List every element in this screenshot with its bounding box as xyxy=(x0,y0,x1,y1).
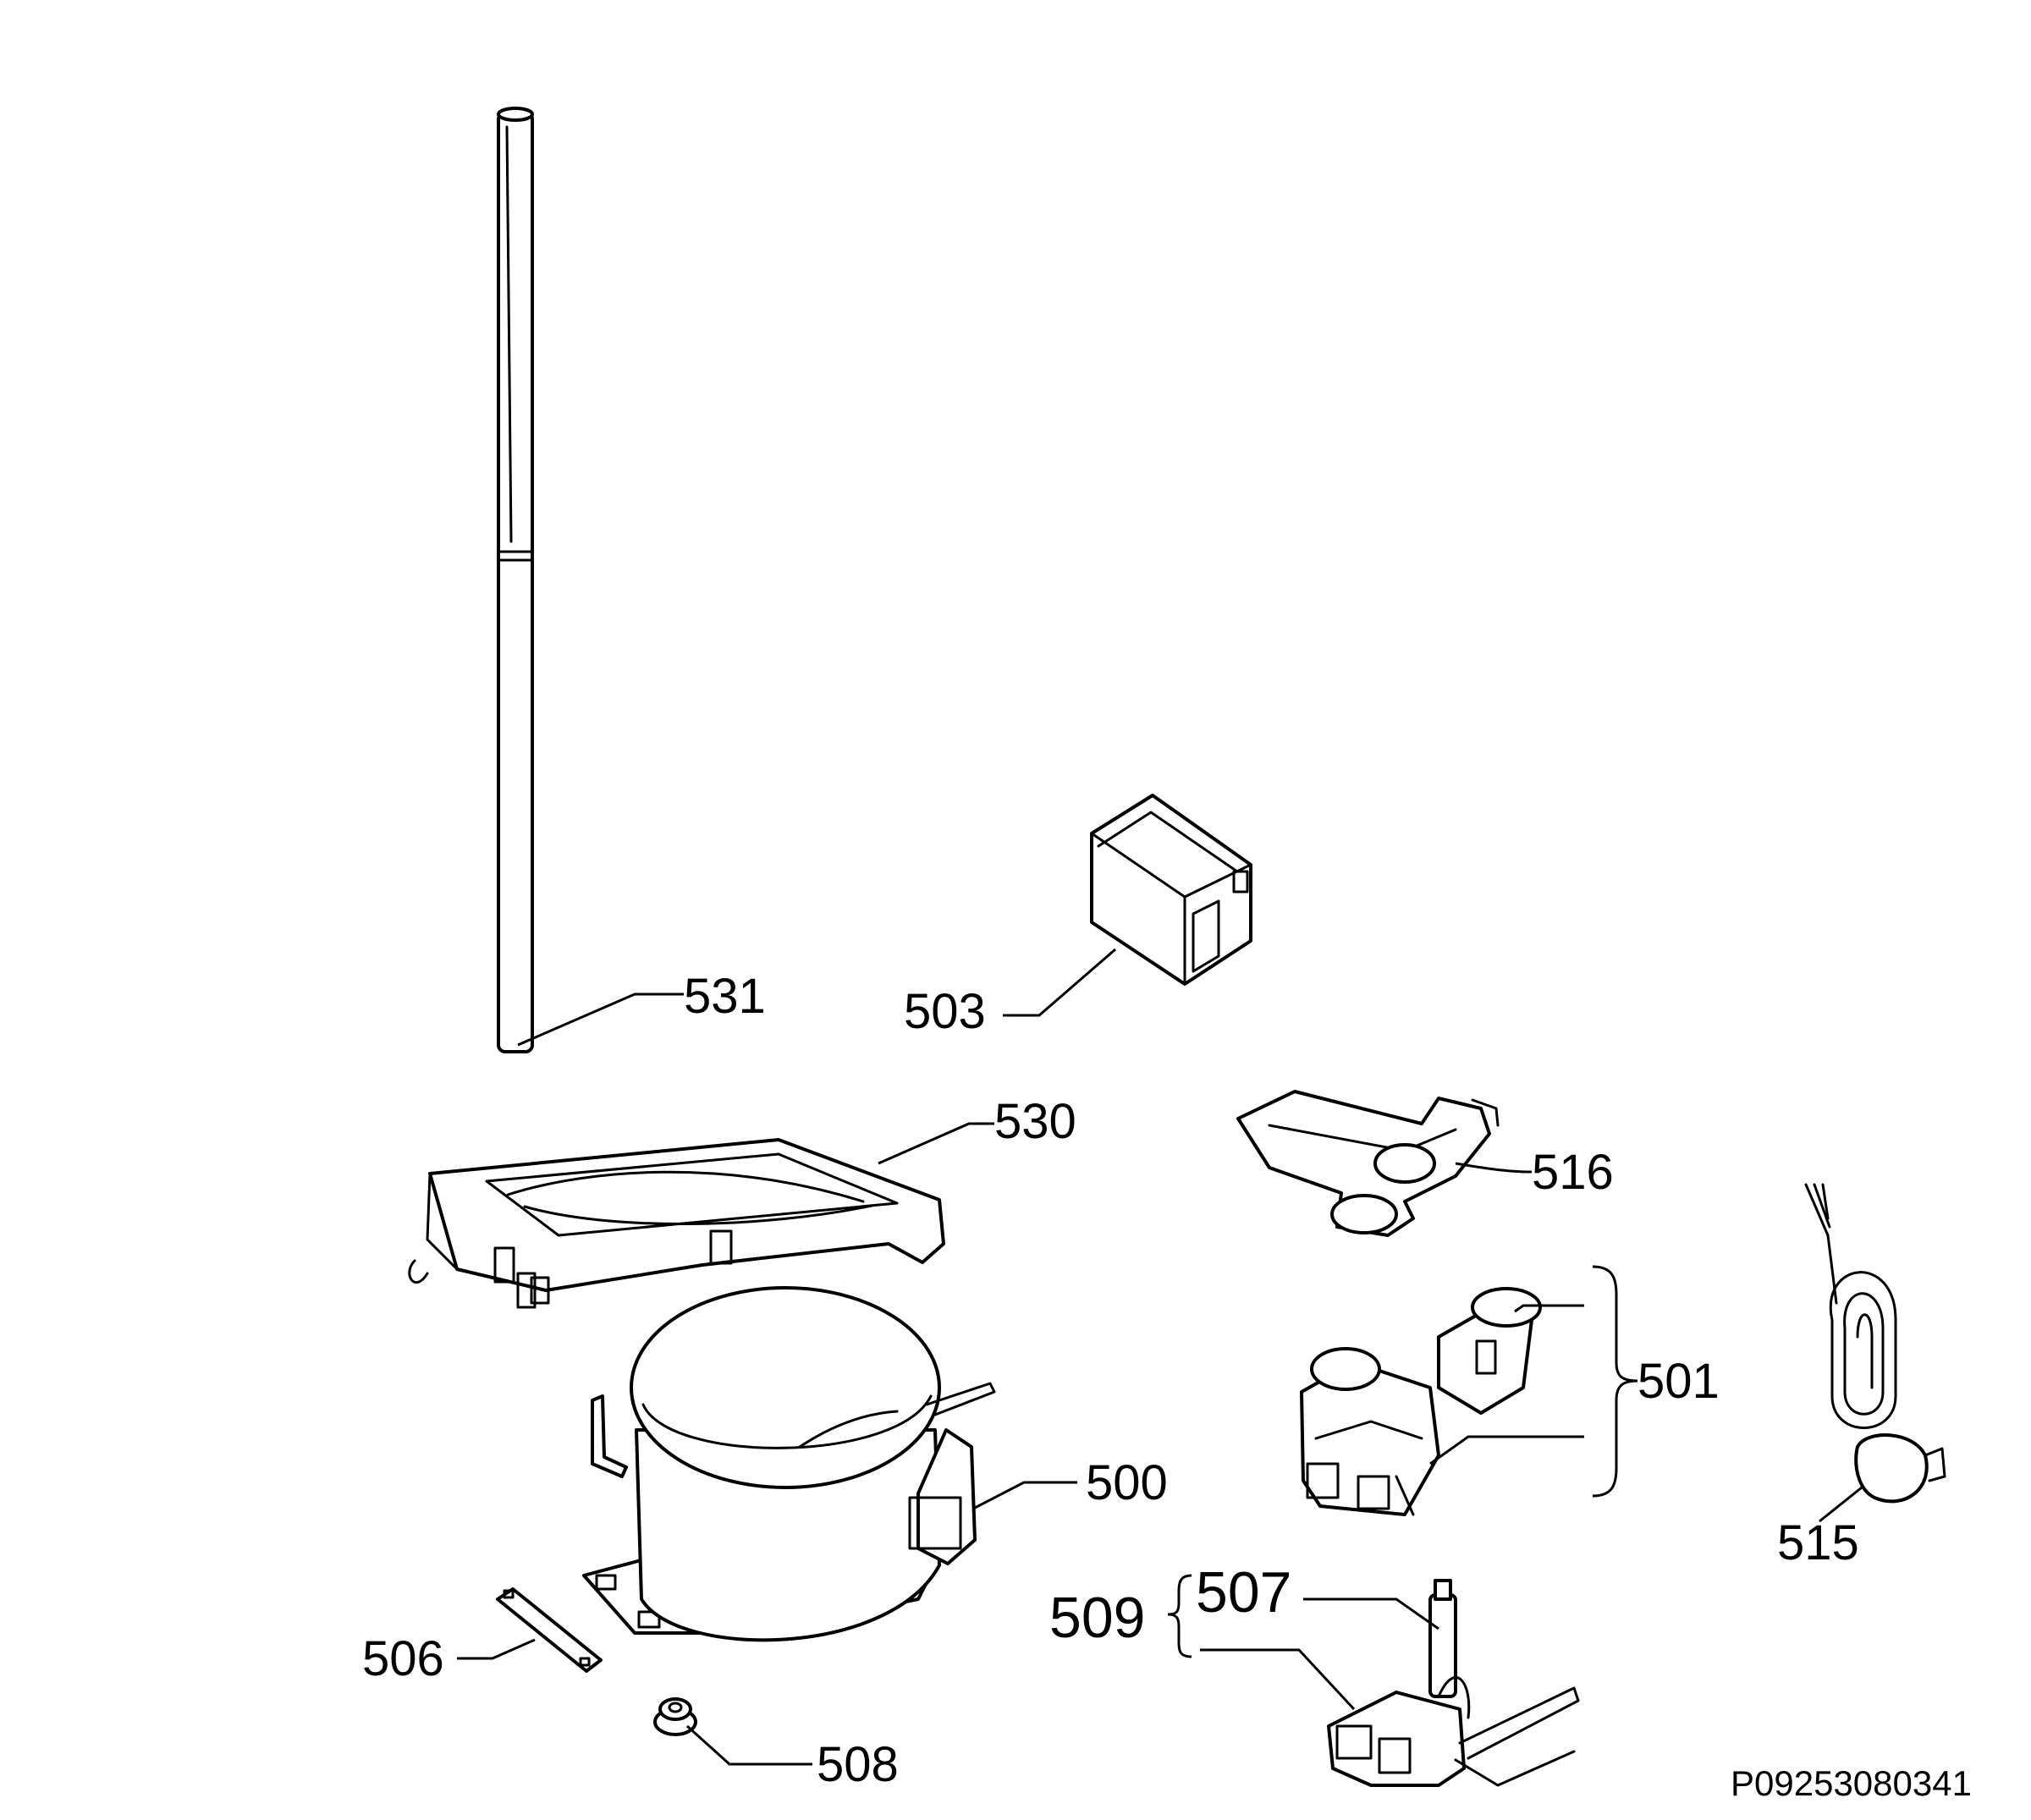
label-530: 530 xyxy=(994,1094,1076,1149)
part-516-bracket[interactable] xyxy=(1236,1090,1500,1237)
label-515: 515 xyxy=(1777,1515,1859,1570)
part-506-pad[interactable] xyxy=(496,1587,603,1673)
label-501: 501 xyxy=(1637,1354,1720,1409)
part-507-509-valve[interactable] xyxy=(1327,1579,1580,1787)
leader-507 xyxy=(1303,1597,1439,1630)
label-508: 508 xyxy=(817,1737,899,1792)
part-515-heater[interactable] xyxy=(1804,1183,1946,1504)
leader-503 xyxy=(1003,948,1116,1017)
leader-508 xyxy=(685,1724,812,1766)
label-503: 503 xyxy=(904,984,986,1039)
label-509: 509 xyxy=(1049,1586,1145,1650)
leader-501-b xyxy=(1429,1435,1584,1465)
leader-lines xyxy=(457,948,1863,1766)
leader-506 xyxy=(457,1638,536,1660)
leader-515 xyxy=(1819,1486,1863,1523)
leader-509 xyxy=(1200,1648,1356,1711)
brace-501 xyxy=(1592,1265,1638,1498)
leader-500 xyxy=(974,1481,1077,1509)
label-506: 506 xyxy=(362,1631,444,1686)
leader-516 xyxy=(1455,1162,1533,1174)
leader-531 xyxy=(517,992,684,1047)
label-531: 531 xyxy=(684,969,766,1024)
part-500-compressor[interactable] xyxy=(582,1286,996,1642)
label-507: 507 xyxy=(1196,1560,1291,1625)
leader-501-a xyxy=(1514,1304,1584,1313)
brace-509 xyxy=(1167,1574,1192,1658)
part-530-frame[interactable] xyxy=(408,1138,945,1309)
part-508-grommet[interactable] xyxy=(653,1697,697,1736)
label-516: 516 xyxy=(1532,1145,1614,1200)
part-531-tube[interactable] xyxy=(497,107,534,1053)
part-503-relay-box[interactable] xyxy=(1090,794,1252,986)
figure-code: P09253080341 xyxy=(1731,1763,1972,1803)
label-500: 500 xyxy=(1086,1455,1168,1510)
part-501-starter-overload[interactable] xyxy=(1300,1287,1542,1516)
leader-530 xyxy=(878,1122,994,1165)
